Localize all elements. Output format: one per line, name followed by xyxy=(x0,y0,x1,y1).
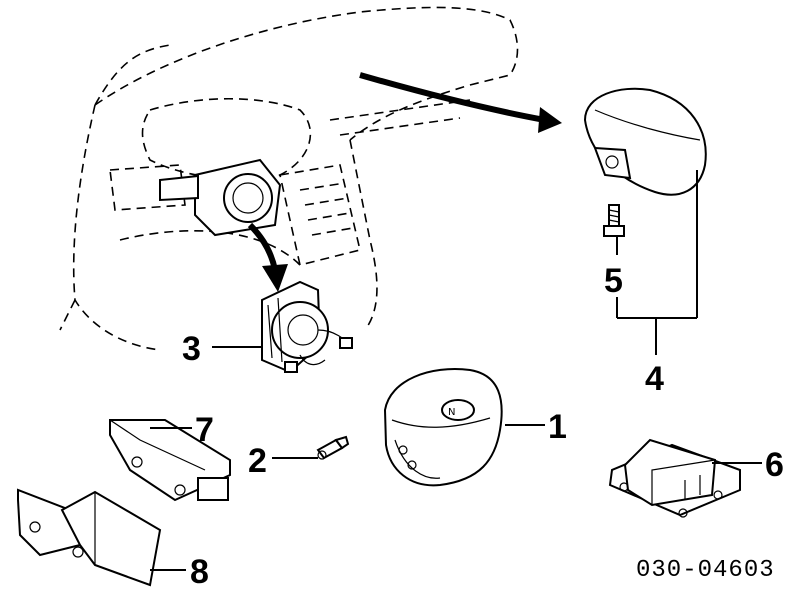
callout-3: 3 xyxy=(182,330,201,368)
diagram-code: 030-04603 xyxy=(636,557,775,584)
sensor-plate-part xyxy=(17,488,162,587)
bracket-4-5 xyxy=(616,170,698,355)
control-unit-part xyxy=(608,438,741,518)
bolt-part xyxy=(603,204,625,237)
svg-text:N: N xyxy=(448,407,455,418)
callout-7: 7 xyxy=(195,411,214,449)
arrow-to-spiral-cable xyxy=(247,222,288,292)
steering-wheel-hub xyxy=(159,158,282,237)
callout-1: 1 xyxy=(548,408,567,446)
sensor-bracket-part xyxy=(109,419,231,502)
callout-2: 2 xyxy=(248,442,267,480)
driver-airbag-part: N xyxy=(383,368,503,487)
callout-5: 5 xyxy=(604,262,623,300)
callout-8: 8 xyxy=(190,553,209,591)
callout-4: 4 xyxy=(645,360,664,398)
connector-part xyxy=(316,435,350,460)
arrow-to-passenger-airbag xyxy=(359,72,562,133)
spiral-cable-part xyxy=(261,280,353,374)
passenger-airbag-part xyxy=(583,87,707,196)
callout-6: 6 xyxy=(765,446,784,484)
